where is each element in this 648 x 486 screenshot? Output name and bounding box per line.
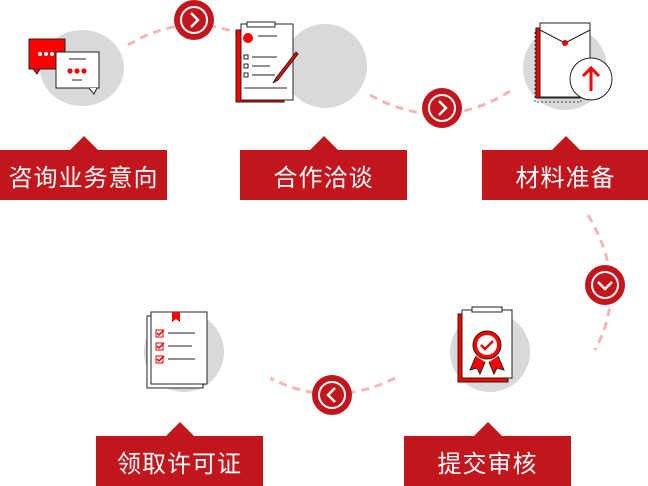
step-label-prepare: 材料准备 <box>482 136 648 200</box>
chevron-left-icon <box>318 381 346 409</box>
chevron-down-icon <box>591 271 619 299</box>
next-arrow-2 <box>422 88 462 128</box>
step-label-license: 领取许可证 <box>96 422 263 486</box>
step-label-submit: 提交审核 <box>404 422 571 486</box>
chevron-right-icon <box>428 94 456 122</box>
next-arrow-3 <box>585 265 625 305</box>
envelope-upload-icon <box>523 22 613 110</box>
clipboard-pen-icon <box>235 21 367 108</box>
step-label-consult: 咨询业务意向 <box>0 136 167 200</box>
next-arrow-1 <box>174 0 214 40</box>
chat-bubbles-icon <box>28 30 124 106</box>
checklist-icon <box>144 311 224 392</box>
certificate-badge-icon <box>450 306 530 392</box>
chevron-right-icon <box>180 6 208 34</box>
step-label-negotiate: 合作洽谈 <box>240 136 407 200</box>
next-arrow-4 <box>312 375 352 415</box>
